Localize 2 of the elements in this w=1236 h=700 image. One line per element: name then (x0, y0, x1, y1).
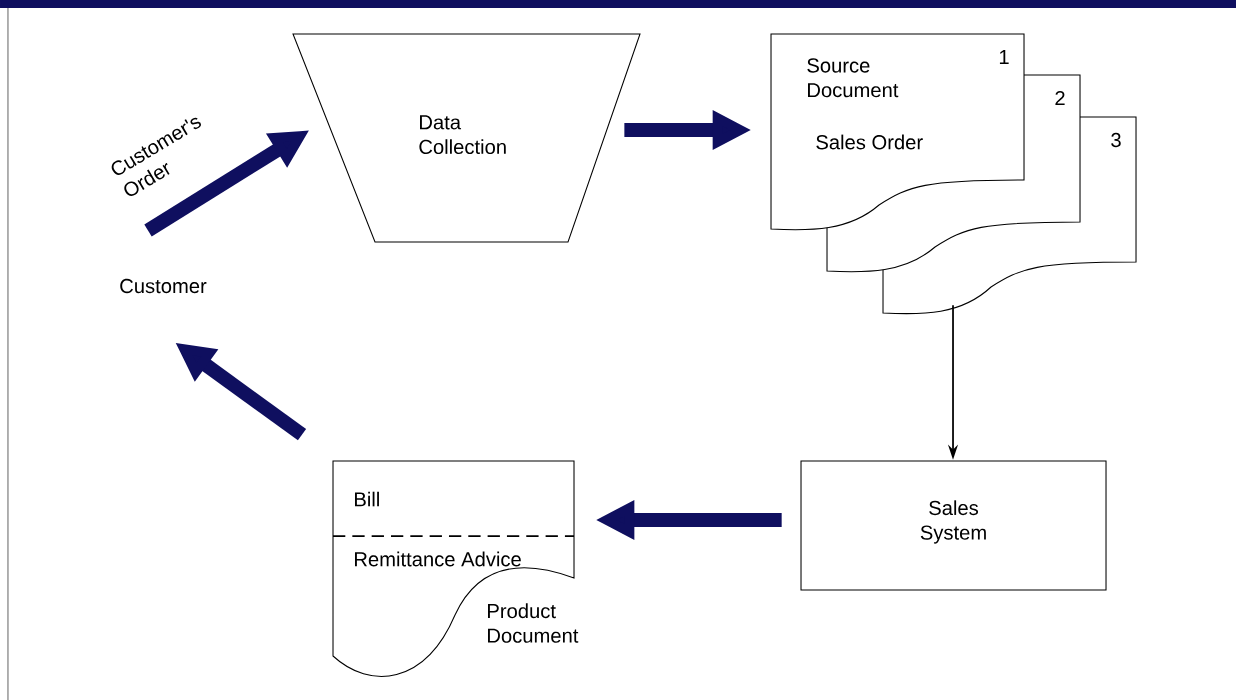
process-box: Sales System (800, 460, 1107, 591)
customer-label: Customer (120, 278, 207, 294)
